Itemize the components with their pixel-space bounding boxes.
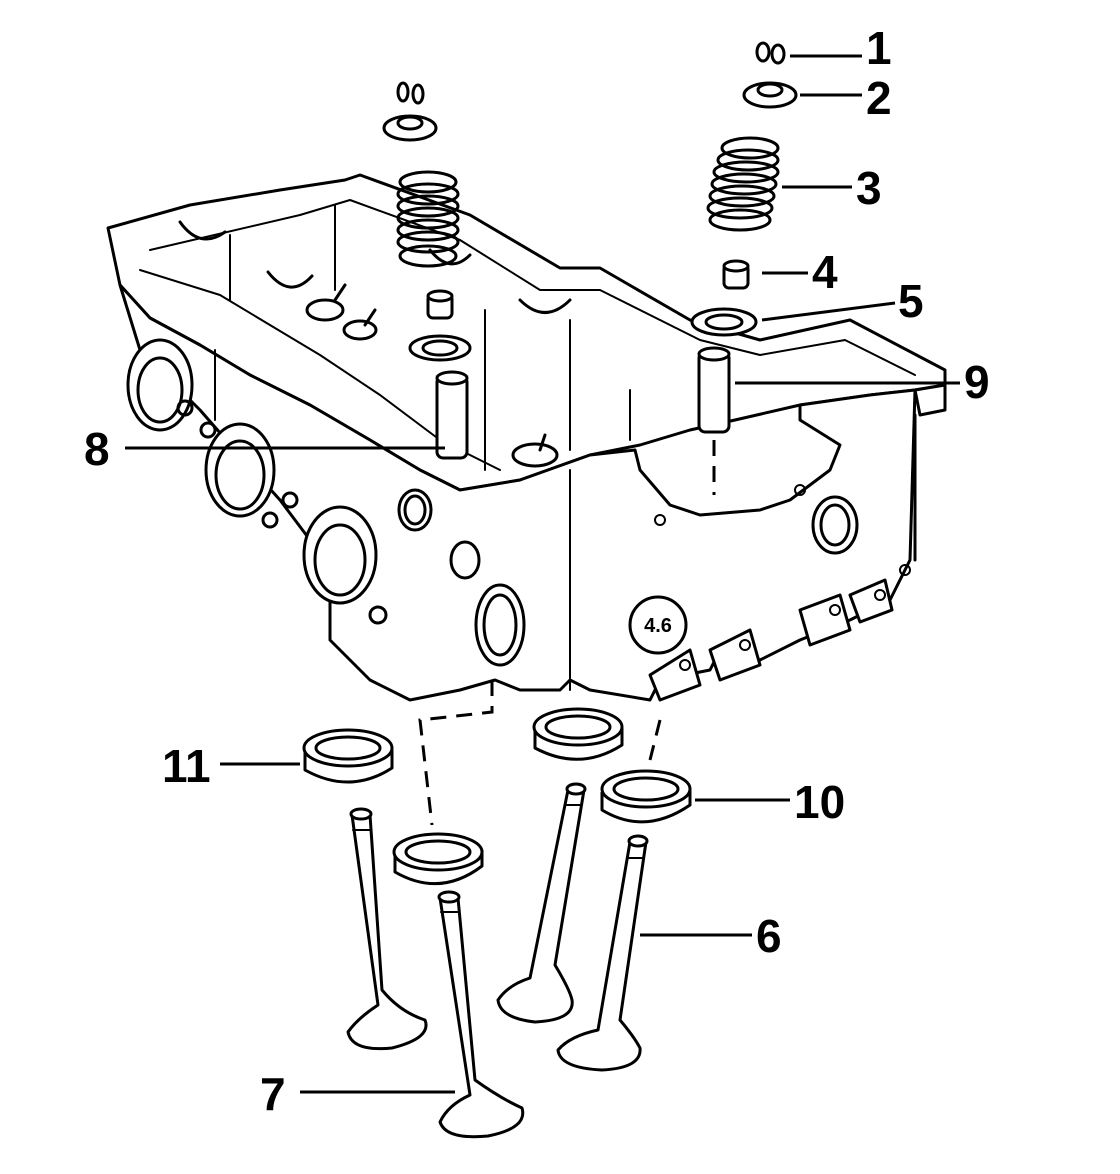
- cylinder-head: 4.6: [106, 173, 947, 702]
- callout-8: 8: [84, 423, 110, 475]
- valve-seat-insert: [392, 832, 484, 886]
- spring-seat-washer-left: [408, 334, 472, 362]
- callout-4: 4: [812, 246, 838, 298]
- valve-keepers-right: [755, 41, 786, 65]
- callout-1: 1: [866, 22, 892, 74]
- valve-stem-seal-right: [722, 259, 750, 290]
- valve-guide-left: [435, 370, 469, 460]
- intake-valve: [496, 782, 587, 1024]
- callout-10: 10: [794, 776, 845, 828]
- exhaust-valve: [437, 890, 525, 1139]
- valve-spring-right: [706, 136, 780, 232]
- callout-6: 6: [756, 910, 782, 962]
- spring-seat-washer-right: [690, 307, 758, 337]
- center-line-left: [418, 680, 494, 826]
- casting-mark: 4.6: [644, 615, 672, 637]
- valve-seat-insert: [302, 728, 394, 784]
- valve-stem-seal-left: [426, 289, 454, 320]
- callout-5: 5: [898, 275, 924, 327]
- callout-2: 2: [866, 72, 892, 124]
- leader-line-5: [761, 301, 896, 322]
- callout-11: 11: [162, 740, 211, 792]
- valve-keepers-left: [396, 81, 425, 105]
- valve-seat-insert: [532, 707, 624, 761]
- intake-valve: [346, 807, 428, 1051]
- exhaust-valve: [556, 834, 649, 1072]
- valve-spring-left: [396, 170, 460, 268]
- valve-guide-right: [697, 346, 731, 434]
- center-line-right: [648, 719, 662, 761]
- callout-9: 9: [964, 356, 990, 408]
- callout-7: 7: [260, 1068, 286, 1120]
- callout-3: 3: [856, 162, 882, 214]
- callouts: 1 2 3 4 5 9 8 11 10 6 7: [84, 22, 990, 1120]
- spring-retainer-left: [382, 114, 438, 142]
- valve-seat-insert: [600, 769, 692, 824]
- spring-retainer-right: [742, 81, 798, 109]
